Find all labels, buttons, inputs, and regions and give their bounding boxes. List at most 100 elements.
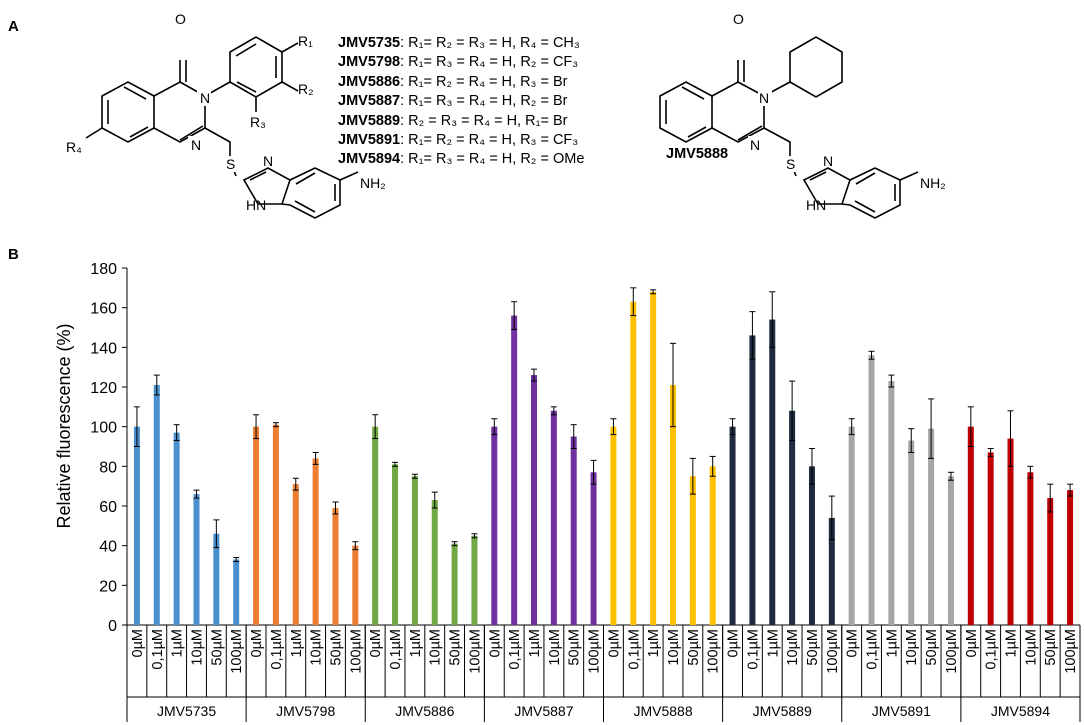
panel-a-letter: A (8, 18, 19, 35)
atom-n-2: N (191, 137, 201, 153)
atom-n-1: N (200, 90, 210, 106)
bar (650, 291, 657, 625)
y-axis-label: Relative fluorescence (%) (54, 323, 74, 528)
bar (312, 458, 319, 625)
r2-label: R₂ (298, 81, 314, 97)
atom-n-3: N (263, 153, 273, 169)
concentration-label: 1µM (884, 629, 900, 658)
bar (431, 500, 438, 625)
group-label: JMV5894 (991, 703, 1050, 719)
bar (1047, 498, 1054, 625)
atom-s-1: S (226, 156, 235, 172)
concentration-label: 10µM (428, 629, 444, 666)
concentration-label: 0µM (606, 629, 622, 658)
concentration-label: 10µM (666, 629, 682, 666)
legend-line: JMV5889: R₂ = R₃ = R₄ = H, R₁= Br (338, 112, 568, 129)
bar (769, 319, 776, 625)
concentration-label: 10µM (1023, 629, 1039, 666)
bar (888, 381, 895, 625)
concentration-label: 50µM (567, 629, 583, 666)
bar (491, 426, 498, 625)
legend-line: JMV5894: R₁= R₃ = R₄ = H, R₂ = OMe (338, 151, 585, 168)
group-label: JMV5735 (157, 703, 216, 719)
concentration-label: 1µM (646, 629, 662, 658)
bar (590, 472, 597, 625)
compound-legend: JMV5735: R₁= R₂ = R₃ = H, R₄ = CH₃ JMV57… (338, 34, 584, 170)
bar (193, 494, 200, 625)
concentration-label: 0µM (249, 629, 265, 658)
bar (808, 466, 815, 625)
bar (153, 385, 160, 625)
group-label: JMV5889 (753, 703, 812, 719)
r4-label: R₄ (66, 139, 82, 155)
bar (411, 476, 418, 625)
atom-n-6: N (823, 153, 833, 169)
atom-nh2-1: NH₂ (360, 175, 386, 191)
y-tick-label: 120 (90, 380, 117, 397)
bar (352, 545, 359, 625)
legend-line: JMV5798: R₁= R₃ = R₄ = H, R₂ = CF₃ (338, 54, 579, 71)
y-tick-label: 100 (90, 420, 117, 437)
concentration-label: 1µM (170, 629, 186, 658)
atom-o-1: O (175, 11, 186, 27)
bar (1007, 438, 1014, 625)
concentration-label: 0µM (964, 629, 980, 658)
y-tick-label: 60 (99, 499, 117, 516)
concentration-label: 50µM (686, 629, 702, 666)
bar (392, 464, 399, 625)
bar (630, 301, 637, 625)
atom-hn-1: HN (246, 197, 266, 213)
bar (332, 507, 339, 625)
atom-n-4: N (759, 90, 769, 106)
concentration-label: 1µM (408, 629, 424, 658)
legend-line: JMV5887: R₁= R₃ = R₄ = H, R₂ = Br (338, 93, 568, 110)
bar (253, 426, 260, 625)
bar (173, 432, 180, 625)
chemical-structures: O N N S N HN NH₂ R₁ R₂ R₃ R₄ O N N S N H… (66, 10, 946, 219)
bar (610, 426, 617, 625)
bar (947, 476, 954, 625)
bar (511, 315, 518, 625)
group-label: JMV5891 (872, 703, 931, 719)
bar (908, 440, 915, 625)
r1-label: R₁ (298, 33, 313, 49)
concentration-label: 100µM (1063, 629, 1079, 674)
y-tick-label: 40 (99, 539, 117, 556)
concentration-label: 100µM (587, 629, 603, 674)
r3-label: R₃ (250, 114, 266, 130)
bar (550, 410, 557, 625)
bar (729, 426, 736, 625)
bar (848, 426, 855, 625)
bar (1067, 490, 1074, 625)
bar (789, 410, 796, 625)
concentration-label: 100µM (467, 629, 483, 674)
atom-n-5: N (750, 137, 760, 153)
bar (471, 535, 478, 625)
concentration-label: 0,1µM (745, 629, 761, 670)
y-tick-label: 160 (90, 301, 117, 318)
panel-b-letter: B (8, 246, 19, 263)
bar (709, 466, 716, 625)
structure-1-bonds (85, 36, 359, 219)
concentration-label: 0,1µM (984, 629, 1000, 670)
bar (570, 436, 577, 625)
concentration-label: 0µM (845, 629, 861, 658)
concentration-label: 10µM (189, 629, 205, 666)
concentration-label: 1µM (1004, 629, 1020, 658)
concentration-label: 10µM (309, 629, 325, 666)
atom-hn-2: HN (806, 197, 826, 213)
bar (828, 517, 835, 625)
group-label: JMV5887 (514, 703, 573, 719)
legend-line: JMV5891: R₁= R₂ = R₄ = H, R₃ = CF₃ (338, 132, 579, 149)
bar (531, 375, 538, 625)
bar (749, 335, 756, 625)
y-tick-label: 180 (90, 261, 117, 278)
concentration-label: 50µM (1043, 629, 1059, 666)
y-tick-label: 20 (99, 578, 117, 595)
bar (928, 428, 935, 625)
concentration-label: 50µM (448, 629, 464, 666)
concentration-label: 50µM (805, 629, 821, 666)
bar (987, 452, 994, 625)
concentration-label: 0µM (487, 629, 503, 658)
